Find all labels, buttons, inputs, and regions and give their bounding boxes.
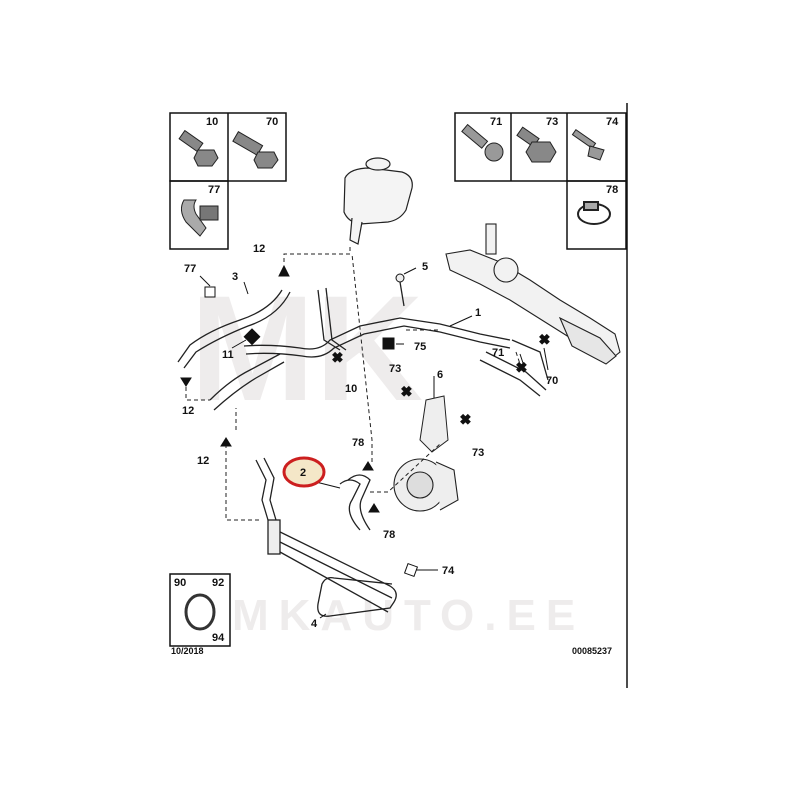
box-label-90: 90 (174, 577, 186, 589)
box-label-94: 94 (212, 632, 225, 644)
hose-lines (177, 281, 549, 531)
o-ring-seal-icon (184, 593, 216, 631)
square-marker-11 (243, 328, 261, 346)
callout-4: 4 (311, 618, 318, 630)
callout-70: 70 (546, 375, 558, 387)
ring-marker-77 (204, 286, 216, 298)
arrow-marker-12-top (278, 264, 290, 277)
cross-marker-70: ✖ (539, 332, 550, 347)
callout-75: 75 (414, 341, 426, 353)
reference-guide-lines (185, 244, 523, 521)
arrow-marker-78-lower (368, 503, 380, 513)
box-label-71: 71 (490, 116, 502, 128)
clip-icon (180, 199, 219, 237)
fastener-box-group-left (169, 112, 287, 250)
rivet-icon (571, 128, 605, 161)
arrow-marker-78-upper (362, 461, 374, 471)
box-label-74: 74 (606, 116, 619, 128)
box-label-78: 78 (606, 184, 618, 196)
fastener-box-group-right (454, 112, 627, 250)
watermark-url: MKAUTO.EE (232, 591, 585, 640)
box-label-77: 77 (208, 184, 220, 196)
cross-marker-73-left: ✖ (401, 384, 412, 399)
flange-bolt-icon (232, 130, 279, 169)
callout-77: 77 (184, 263, 196, 275)
callout-11: 11 (222, 349, 234, 361)
callout-12-top: 12 (253, 243, 265, 255)
callout-71: 71 (492, 347, 504, 359)
callout-markers: ✖ ✖ ✖ ✖ ✖ (180, 264, 551, 578)
arrow-marker-12-left (180, 377, 192, 387)
cross-marker-71: ✖ (516, 360, 527, 375)
seal-box (169, 573, 231, 647)
callout-10: 10 (345, 383, 357, 395)
power-steering-pump (393, 458, 459, 512)
screw-icon (461, 123, 504, 162)
fluid-reservoir (343, 157, 413, 245)
pump-bracket (419, 395, 449, 453)
diagram-reference-number: 00085237 (572, 646, 612, 656)
oil-cooler (267, 519, 397, 617)
arrow-marker-12-mid (220, 437, 232, 447)
callout-12-left: 12 (182, 405, 194, 417)
callout-78-lower: 78 (383, 529, 395, 541)
callout-1: 1 (475, 307, 481, 319)
highlight-callout-2 (282, 456, 326, 488)
ring-marker-74 (403, 562, 419, 578)
box-label-92: 92 (212, 577, 224, 589)
callout-2: 2 (300, 467, 306, 479)
cross-marker-73-right: ✖ (460, 412, 471, 427)
box-label-10: 10 (206, 116, 218, 128)
callout-73-right: 73 (472, 447, 484, 459)
box-label-73: 73 (546, 116, 558, 128)
callout-6: 6 (437, 369, 443, 381)
hex-bolt-icon (516, 126, 557, 163)
callout-12-mid: 12 (197, 455, 209, 467)
callout-78-upper: 78 (352, 437, 364, 449)
leader-lines (199, 267, 549, 619)
diagram-date: 10/2018 (171, 646, 204, 656)
box-label-70: 70 (266, 116, 278, 128)
bolt-marker-5 (395, 273, 405, 283)
callout-73-left: 73 (389, 363, 401, 375)
bolt-icon (178, 129, 219, 167)
steering-rack (445, 223, 621, 365)
callout-5: 5 (422, 261, 428, 273)
callout-74: 74 (442, 565, 455, 577)
cross-marker-10: ✖ (332, 350, 343, 365)
square-marker-75 (382, 337, 395, 350)
callout-3: 3 (232, 271, 238, 283)
hose-clamp-icon (577, 201, 611, 225)
